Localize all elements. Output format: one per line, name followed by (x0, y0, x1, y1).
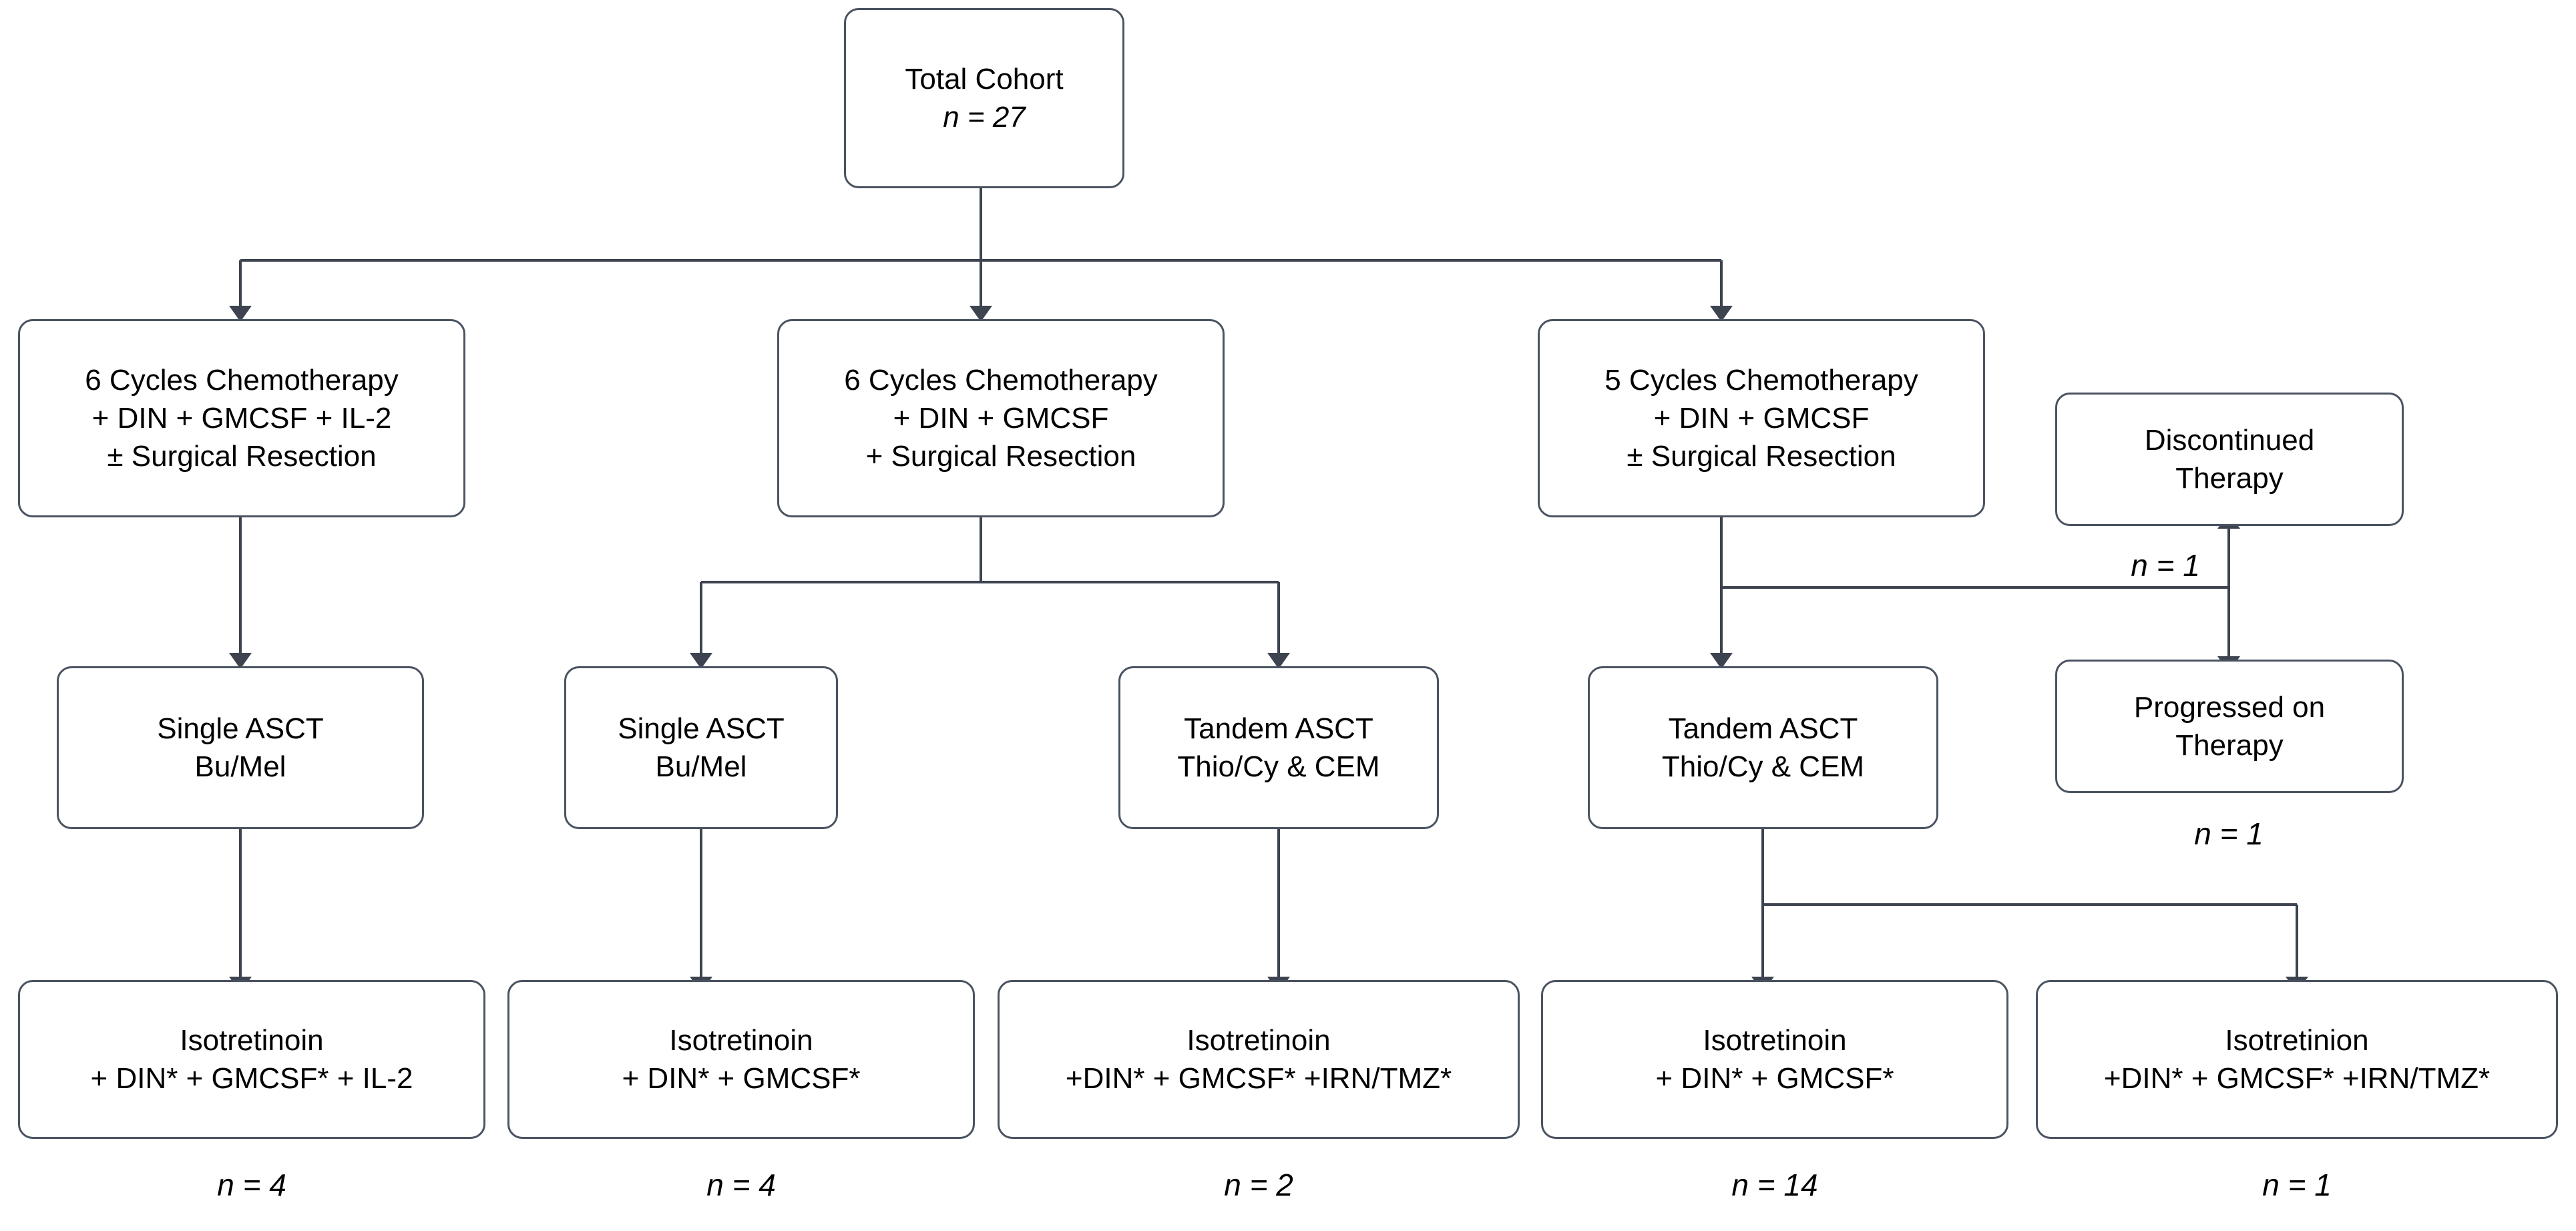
arm-c-line2: + DIN + GMCSF (1653, 401, 1870, 435)
label-discontinued-count: n = 1 (2131, 548, 2200, 583)
node-asct-d[interactable]: Tandem ASCT Thio/Cy & CEM (1588, 666, 1938, 829)
asct-b-line1: Single ASCT (618, 712, 785, 745)
node-arm-a-chemo[interactable]: 6 Cycles Chemotherapy + DIN + GMCSF + IL… (18, 319, 465, 517)
maint-4-line2: + DIN* + GMCSF* (1655, 1062, 1894, 1095)
progressed-line1: Progressed on (2133, 690, 2326, 724)
arm-a-line3: ± Surgical Resection (107, 440, 377, 473)
maint-3-line2: +DIN* + GMCSF* +IRN/TMZ* (1065, 1062, 1452, 1095)
total-cohort-count: n = 27 (943, 101, 1026, 134)
node-maint-4[interactable]: Isotretinoin + DIN* + GMCSF* (1541, 980, 2008, 1139)
label-progressed-count: n = 1 (2194, 816, 2264, 851)
total-cohort-title: Total Cohort (905, 62, 1064, 95)
maint-5-line2: +DIN* + GMCSF* +IRN/TMZ* (2103, 1062, 2491, 1095)
asct-a-line1: Single ASCT (157, 712, 324, 745)
label-maint-3-count: n = 2 (1224, 1168, 1293, 1202)
node-arm-c-chemo[interactable]: 5 Cycles Chemotherapy + DIN + GMCSF ± Su… (1538, 319, 1985, 517)
arm-a-line2: + DIN + GMCSF + IL-2 (91, 401, 392, 435)
asct-d-line1: Tandem ASCT (1668, 712, 1858, 745)
discontinued-line1: Discontinued (2144, 423, 2315, 457)
maint-2-line2: + DIN* + GMCSF* (622, 1062, 861, 1095)
arm-a-line1: 6 Cycles Chemotherapy (85, 363, 399, 397)
asct-d-line2: Thio/Cy & CEM (1661, 750, 1865, 783)
node-total-cohort[interactable]: Total Cohort n = 27 (844, 8, 1124, 188)
node-arm-b-chemo[interactable]: 6 Cycles Chemotherapy + DIN + GMCSF + Su… (777, 319, 1225, 517)
node-discontinued-therapy[interactable]: Discontinued Therapy (2055, 393, 2404, 526)
maint-3-line1: Isotretinoin (1187, 1023, 1331, 1057)
maint-5-line1: Isotretinion (2225, 1023, 2369, 1057)
maint-1-line2: + DIN* + GMCSF* + IL-2 (90, 1062, 413, 1095)
label-maint-5-count: n = 1 (2262, 1168, 2332, 1202)
maint-2-line1: Isotretinoin (669, 1023, 813, 1057)
node-maint-5[interactable]: Isotretinion +DIN* + GMCSF* +IRN/TMZ* (2036, 980, 2558, 1139)
arm-b-line1: 6 Cycles Chemotherapy (844, 363, 1158, 397)
node-maint-1[interactable]: Isotretinoin + DIN* + GMCSF* + IL-2 (18, 980, 485, 1139)
maint-4-line1: Isotretinoin (1703, 1023, 1847, 1057)
label-maint-2-count: n = 4 (706, 1168, 776, 1202)
node-progressed-on-therapy[interactable]: Progressed on Therapy (2055, 660, 2404, 793)
maint-1-line1: Isotretinoin (180, 1023, 324, 1057)
node-maint-2[interactable]: Isotretinoin + DIN* + GMCSF* (507, 980, 975, 1139)
node-asct-a[interactable]: Single ASCT Bu/Mel (57, 666, 424, 829)
node-asct-c[interactable]: Tandem ASCT Thio/Cy & CEM (1118, 666, 1439, 829)
arm-b-line3: + Surgical Resection (865, 440, 1136, 473)
arm-c-line1: 5 Cycles Chemotherapy (1604, 363, 1918, 397)
label-maint-1-count: n = 4 (217, 1168, 286, 1202)
arm-b-line2: + DIN + GMCSF (893, 401, 1109, 435)
arm-c-line3: ± Surgical Resection (1627, 440, 1896, 473)
discontinued-line2: Therapy (2175, 462, 2284, 495)
node-maint-3[interactable]: Isotretinoin +DIN* + GMCSF* +IRN/TMZ* (998, 980, 1520, 1139)
node-asct-b[interactable]: Single ASCT Bu/Mel (564, 666, 838, 829)
progressed-line2: Therapy (2175, 729, 2284, 762)
asct-c-line2: Thio/Cy & CEM (1177, 750, 1380, 783)
asct-b-line2: Bu/Mel (655, 750, 747, 783)
label-maint-4-count: n = 14 (1731, 1168, 1818, 1202)
asct-a-line2: Bu/Mel (194, 750, 286, 783)
asct-c-line1: Tandem ASCT (1184, 712, 1373, 745)
